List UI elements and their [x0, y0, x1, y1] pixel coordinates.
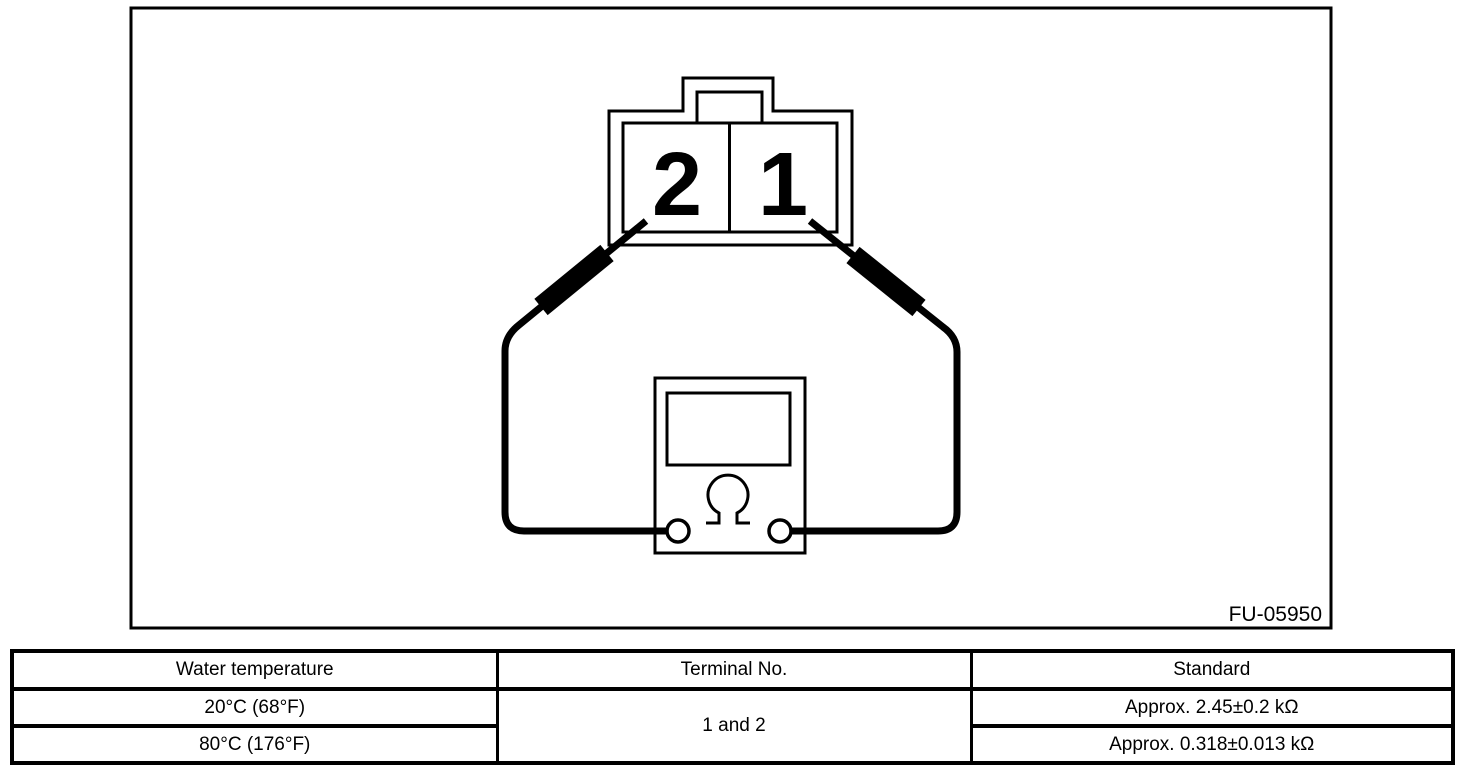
left-terminal-jack — [665, 518, 691, 544]
header-standard: Standard — [969, 649, 1455, 691]
resistance-spec-table: Water temperature Terminal No. Standard … — [10, 649, 1455, 765]
table-row: 80°C (176°F) Approx. 0.318±0.013 kΩ — [10, 724, 1455, 765]
cell-terminal-no: 1 and 2 — [495, 687, 973, 765]
cell-water-temperature-20c: 20°C (68°F) — [10, 687, 499, 728]
right-probe — [846, 246, 926, 317]
connector: 2 1 — [607, 76, 854, 247]
measurement-diagram: 2 1 FU-05950 — [129, 6, 1333, 630]
table-row: 20°C (68°F) 1 and 2 Approx. 2.45±0.2 kΩ — [10, 687, 1455, 765]
ohm-symbol-icon — [706, 473, 750, 525]
cell-standard-80c: Approx. 0.318±0.013 kΩ — [969, 724, 1455, 765]
diagram-frame — [129, 6, 1333, 630]
connector-lock-tab — [695, 90, 764, 125]
left-test-lead — [501, 218, 667, 535]
left-probe — [534, 244, 614, 316]
cell-standard-20c: Approx. 2.45±0.2 kΩ — [969, 687, 1455, 728]
right-test-lead — [791, 218, 961, 535]
header-terminal-no: Terminal No. — [495, 649, 973, 691]
figure-code: FU-05950 — [1229, 603, 1322, 626]
right-terminal-jack — [767, 518, 793, 544]
terminal-1-label: 1 — [758, 135, 808, 235]
multimeter-display — [665, 391, 792, 467]
cell-water-temperature-80c: 80°C (176°F) — [10, 724, 499, 765]
header-water-temperature: Water temperature — [10, 649, 499, 691]
table-header-row: Water temperature Terminal No. Standard — [10, 649, 1455, 691]
terminal-2-label: 2 — [652, 135, 702, 235]
connector-outer-outline — [607, 76, 854, 247]
